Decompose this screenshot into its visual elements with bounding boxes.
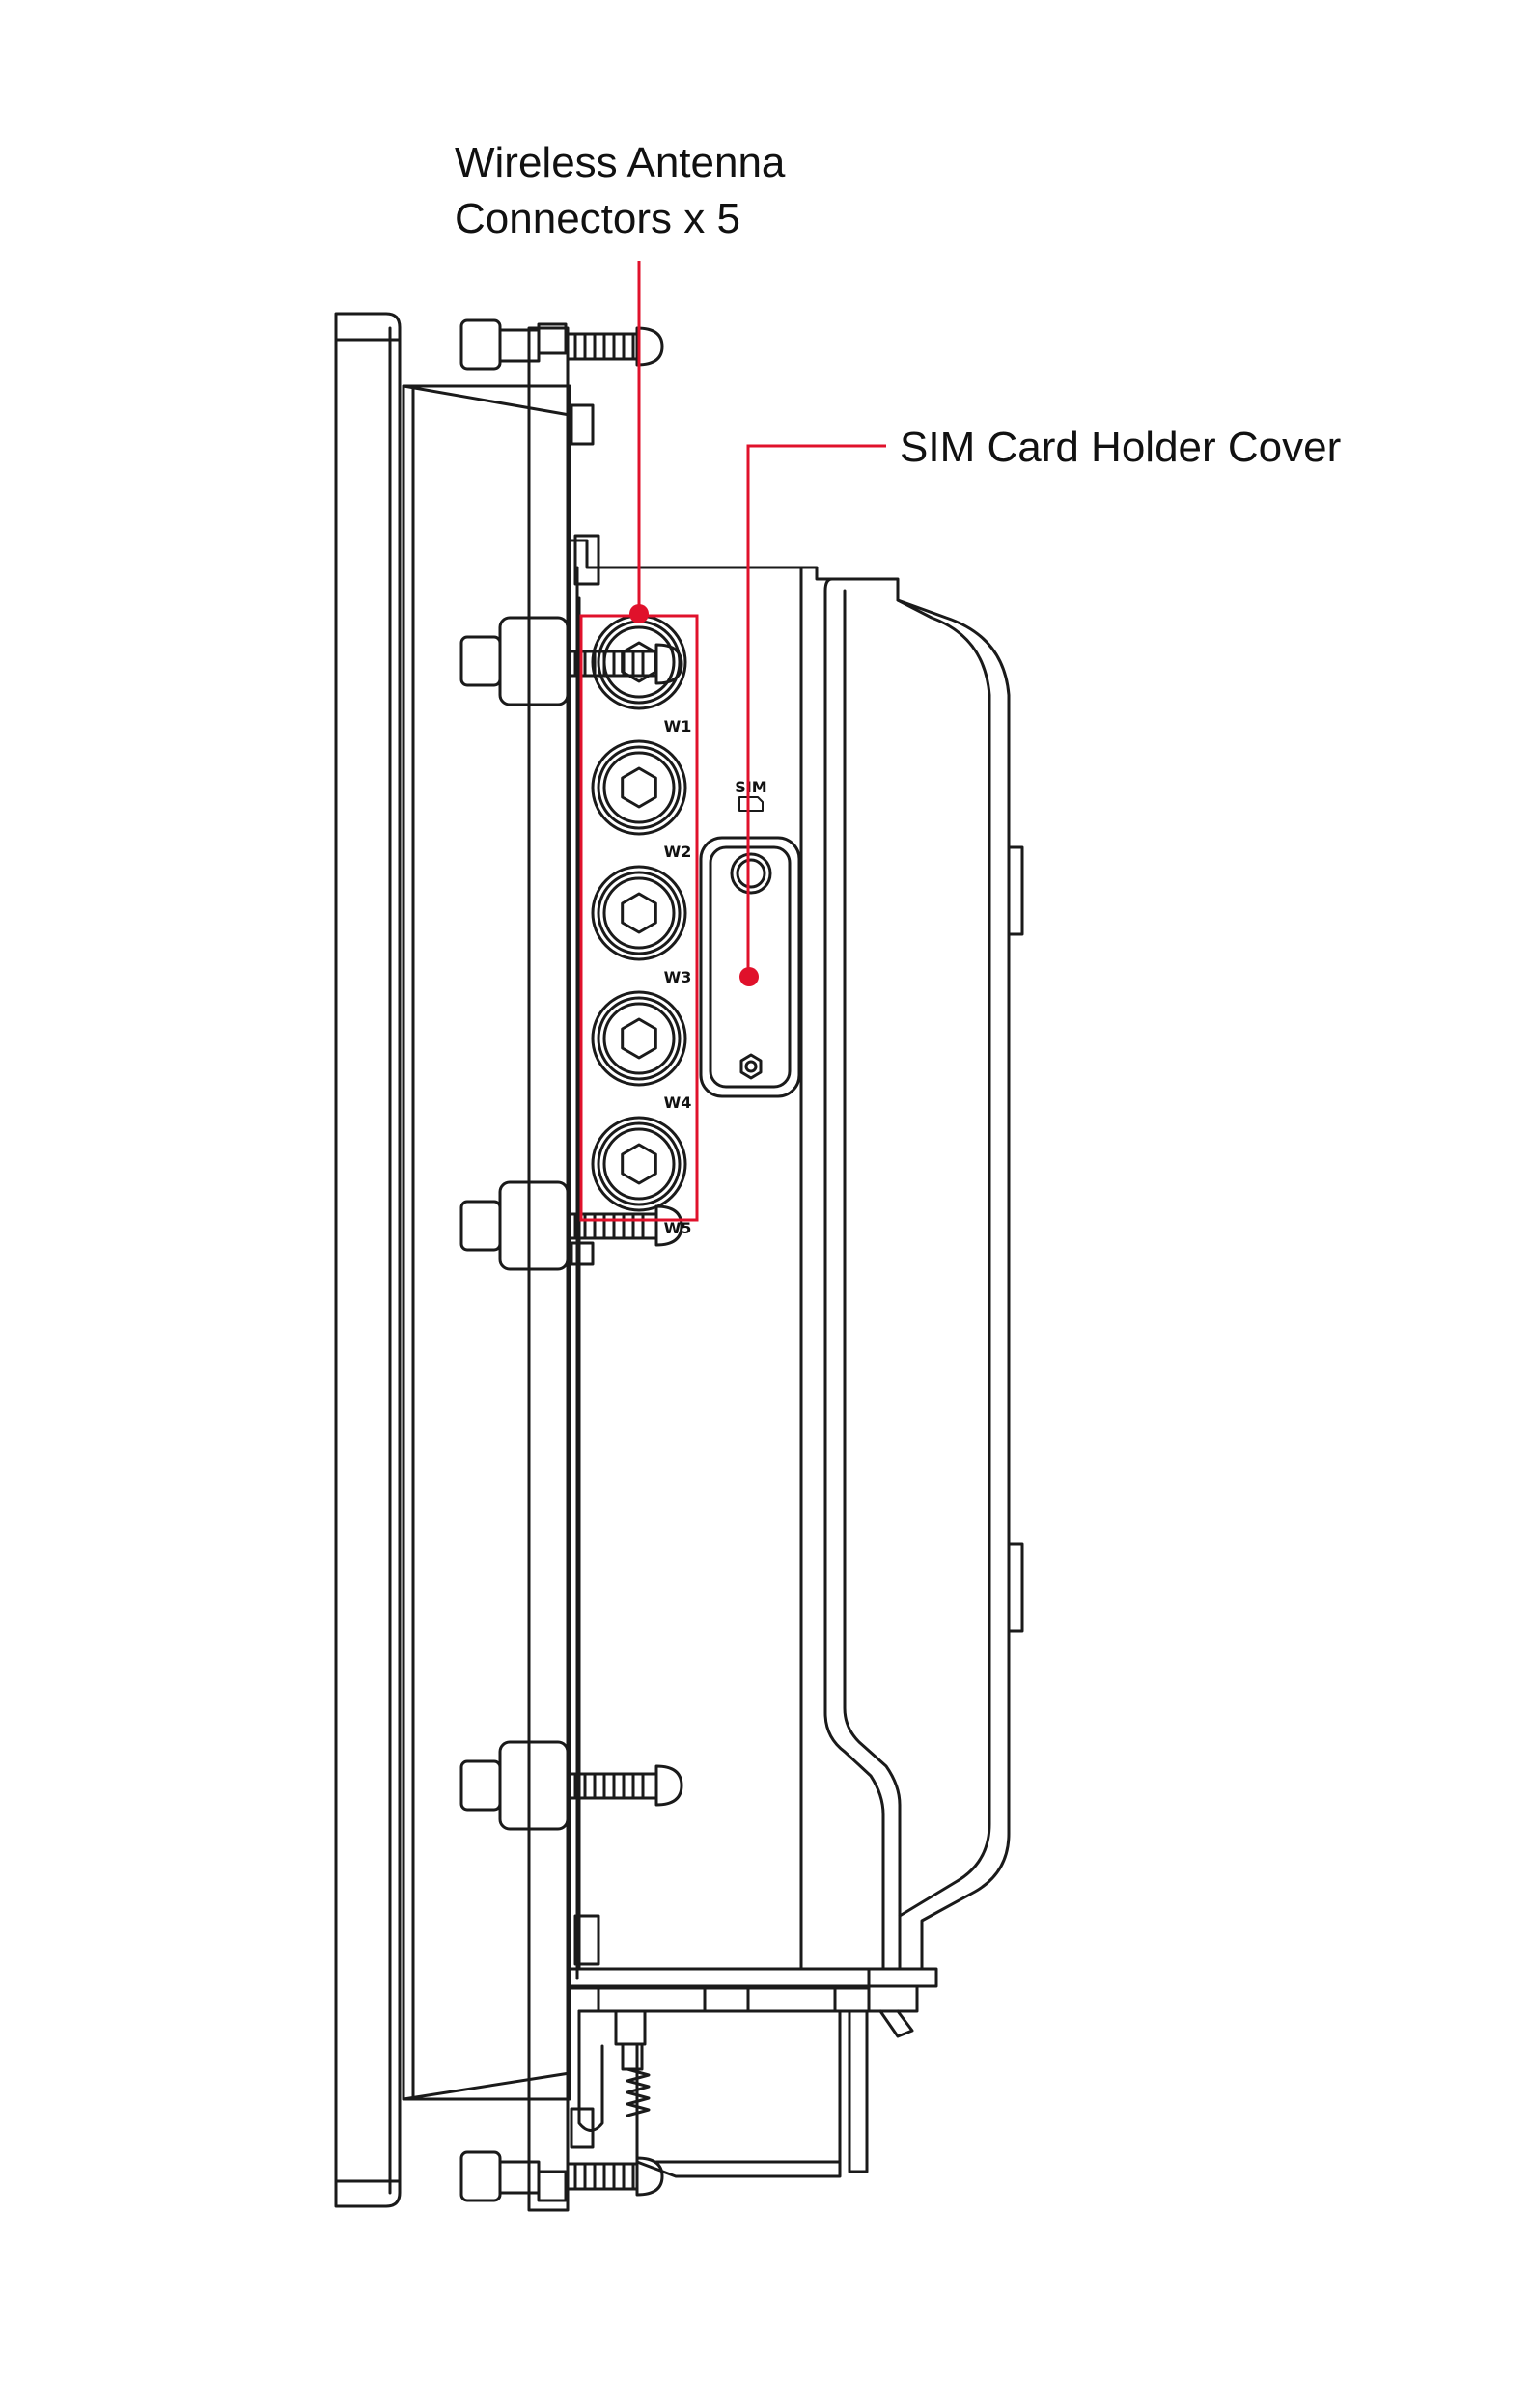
port-label-w5: W5 <box>664 1219 692 1237</box>
thumb-screw-middle <box>459 1180 683 1271</box>
sim-card-holder-cover <box>699 836 801 1098</box>
main-housing <box>568 534 1024 1990</box>
sim-cover-callout-label: SIM Card Holder Cover <box>900 424 1342 471</box>
port-label-w1: W1 <box>664 717 692 735</box>
port-label-w2: W2 <box>664 843 692 861</box>
thumb-screw-bottom <box>459 2107 664 2202</box>
antenna-connector-w3 <box>591 865 687 961</box>
antenna-callout-line2: Connectors x 5 <box>455 195 740 242</box>
port-label-w4: W4 <box>664 1093 692 1112</box>
thumb-screw-lower <box>459 1740 683 1831</box>
back-plate <box>402 384 571 2101</box>
antenna-connector-w1 <box>591 614 687 710</box>
thumb-screw-upper <box>459 616 683 706</box>
front-panel <box>334 312 402 2208</box>
sim-icon <box>738 796 764 812</box>
thumb-screw-top <box>459 318 664 446</box>
antenna-connector-w4 <box>591 990 687 1087</box>
bottom-mount-assembly <box>568 1967 938 2178</box>
antenna-callout-line1: Wireless Antenna <box>455 139 786 186</box>
sim-mark-label: SIM <box>735 778 766 796</box>
antenna-connector-w5 <box>591 1116 687 1212</box>
antenna-connectors <box>591 614 687 1212</box>
sim-callout-dot <box>739 967 759 986</box>
antenna-connectors-callout-label: Wireless Antenna Connectors x 5 <box>455 135 785 247</box>
sim-callout-leader <box>746 444 886 975</box>
antenna-connector-w2 <box>591 739 687 836</box>
antenna-callout-dot <box>629 604 649 623</box>
port-label-w3: W3 <box>664 968 692 986</box>
